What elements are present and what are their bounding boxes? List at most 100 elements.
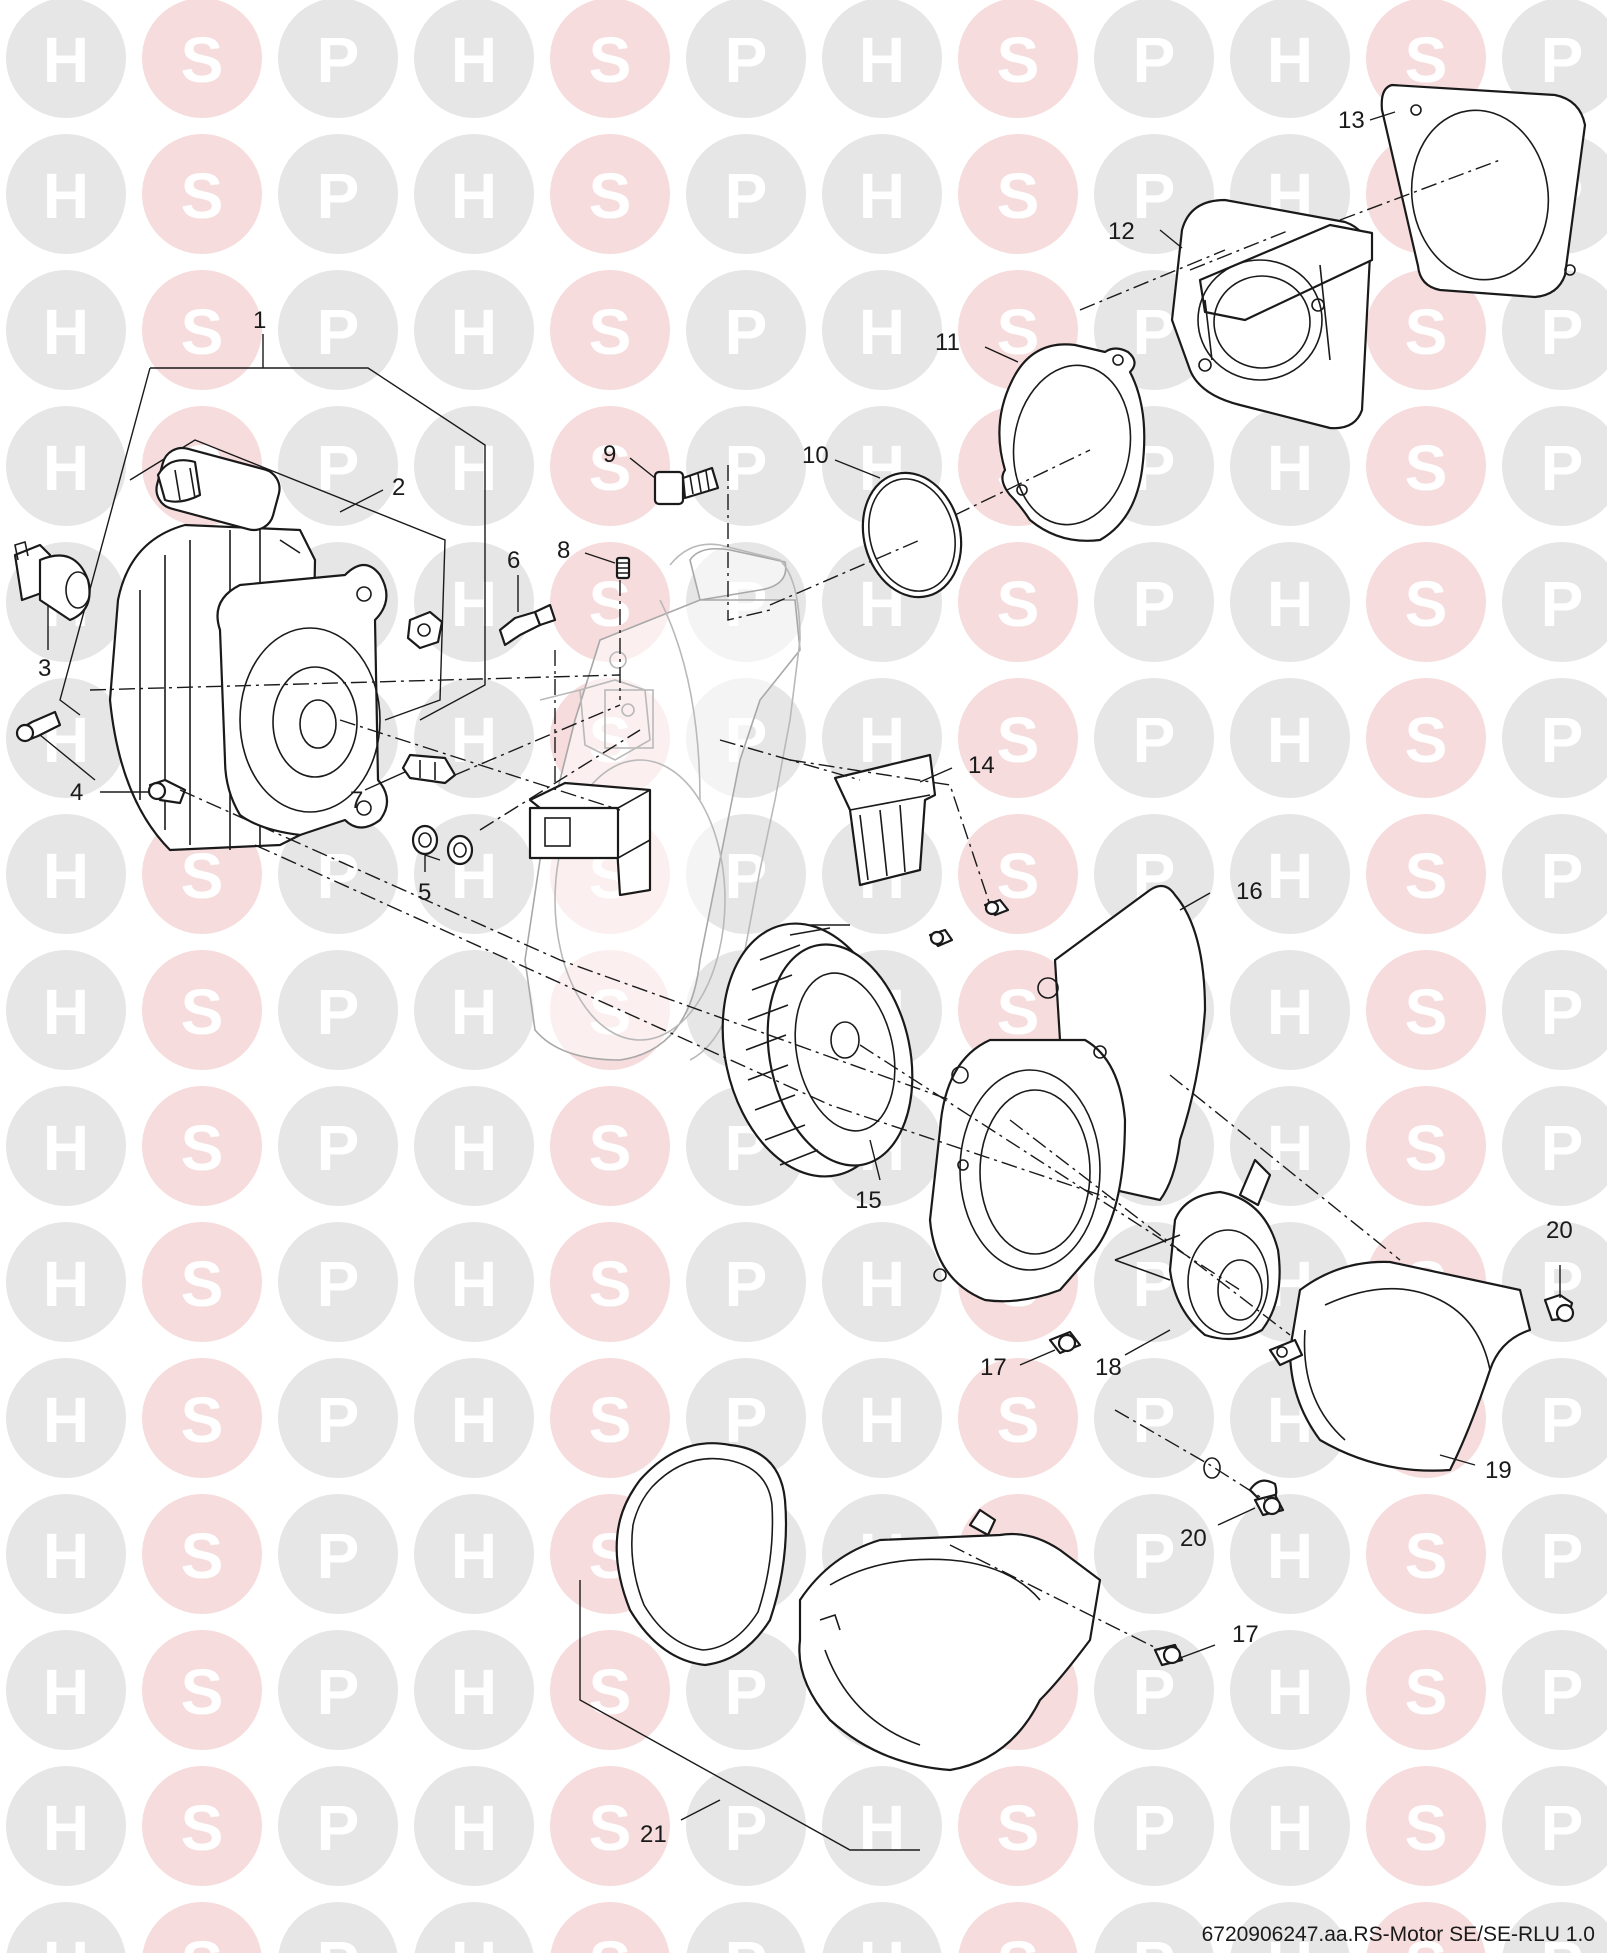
- watermark-tile: P: [278, 950, 398, 1070]
- svg-text:H: H: [1267, 1928, 1313, 1953]
- watermark-tile: S: [550, 1358, 670, 1478]
- svg-text:S: S: [181, 1792, 224, 1864]
- svg-text:P: P: [317, 24, 360, 96]
- svg-text:S: S: [181, 1384, 224, 1456]
- svg-text:H: H: [43, 296, 89, 368]
- watermark-tile: P: [278, 1902, 398, 1953]
- watermark-tile: S: [142, 950, 262, 1070]
- svg-text:H: H: [43, 1928, 89, 1953]
- svg-text:S: S: [181, 1248, 224, 1320]
- svg-text:S: S: [997, 1928, 1040, 1953]
- svg-text:P: P: [317, 1112, 360, 1184]
- watermark-tile: H: [822, 1222, 942, 1342]
- watermark-tile: H: [6, 134, 126, 254]
- callout-6: 6: [507, 547, 520, 574]
- watermark-tile: H: [6, 1358, 126, 1478]
- watermark-tile: H: [822, 0, 942, 118]
- svg-text:P: P: [317, 1384, 360, 1456]
- watermark-tile: H: [822, 270, 942, 390]
- svg-text:H: H: [451, 1520, 497, 1592]
- svg-text:S: S: [181, 1928, 224, 1953]
- watermark-tile: P: [278, 1766, 398, 1886]
- svg-text:P: P: [1133, 1384, 1176, 1456]
- watermark-tile: P: [686, 134, 806, 254]
- housing-bracket: [528, 781, 652, 897]
- watermark-tile: H: [6, 950, 126, 1070]
- watermark-tile: P: [1502, 406, 1607, 526]
- svg-text:S: S: [181, 976, 224, 1048]
- part-6-nipple: [498, 603, 557, 647]
- svg-text:H: H: [451, 704, 497, 776]
- watermark-tile: S: [142, 270, 262, 390]
- watermark-tile: S: [958, 1902, 1078, 1953]
- svg-text:S: S: [589, 296, 632, 368]
- watermark-tile: H: [6, 1902, 126, 1953]
- watermark-tile: H: [1230, 1630, 1350, 1750]
- svg-text:P: P: [317, 1656, 360, 1728]
- watermark-tile: P: [1094, 542, 1214, 662]
- svg-text:P: P: [725, 1248, 768, 1320]
- svg-text:S: S: [1405, 24, 1448, 96]
- watermark-tile: S: [550, 1902, 670, 1953]
- svg-text:S: S: [589, 1928, 632, 1953]
- watermark-tile: H: [822, 1902, 942, 1953]
- svg-text:P: P: [317, 1928, 360, 1953]
- watermark-tile: P: [1094, 0, 1214, 118]
- svg-text:P: P: [317, 1248, 360, 1320]
- part-4-screws: [15, 710, 187, 805]
- svg-text:P: P: [1133, 1656, 1176, 1728]
- part-16-volute: [928, 884, 1207, 1303]
- svg-text:S: S: [1405, 568, 1448, 640]
- watermark-tile: P: [686, 1902, 806, 1953]
- svg-text:S: S: [181, 160, 224, 232]
- watermark-tile: S: [958, 1358, 1078, 1478]
- svg-text:H: H: [1267, 1656, 1313, 1728]
- svg-text:P: P: [725, 1792, 768, 1864]
- svg-text:H: H: [43, 976, 89, 1048]
- watermark-tile: P: [278, 134, 398, 254]
- svg-text:P: P: [725, 840, 768, 912]
- watermark-tile: H: [6, 0, 126, 118]
- watermark-tile: S: [1366, 1086, 1486, 1206]
- watermark-tile: H: [6, 270, 126, 390]
- svg-text:H: H: [43, 432, 89, 504]
- part-11-gasket-ring: [998, 343, 1146, 542]
- svg-text:P: P: [1541, 1656, 1584, 1728]
- svg-text:H: H: [451, 1248, 497, 1320]
- svg-text:H: H: [43, 1248, 89, 1320]
- svg-text:H: H: [43, 24, 89, 96]
- svg-text:S: S: [1405, 432, 1448, 504]
- watermark-tile: S: [550, 134, 670, 254]
- svg-text:H: H: [859, 160, 905, 232]
- watermark-tile: P: [686, 406, 806, 526]
- watermark-tile: P: [1094, 1630, 1214, 1750]
- svg-text:P: P: [725, 1656, 768, 1728]
- svg-text:P: P: [725, 296, 768, 368]
- svg-text:S: S: [1405, 840, 1448, 912]
- part-9-screw: [653, 466, 720, 506]
- callout-9: 9: [603, 441, 616, 468]
- watermark-tile: S: [550, 270, 670, 390]
- watermark-tile: H: [414, 1766, 534, 1886]
- svg-text:P: P: [1133, 1792, 1176, 1864]
- svg-text:H: H: [451, 1928, 497, 1953]
- watermark-tile: H: [1230, 814, 1350, 934]
- watermark-tile: H: [1230, 406, 1350, 526]
- drawing-reference-code: 6720906247.aa.RS-Motor SE/SE-RLU 1.0: [1201, 1923, 1595, 1946]
- callout-18: 18: [1095, 1354, 1122, 1381]
- svg-text:S: S: [997, 976, 1040, 1048]
- watermark-tile: P: [1502, 678, 1607, 798]
- svg-text:S: S: [181, 1520, 224, 1592]
- watermark-tile: P: [686, 1766, 806, 1886]
- watermark-tile: H: [414, 134, 534, 254]
- svg-text:P: P: [725, 160, 768, 232]
- watermark-tile: P: [1094, 1902, 1214, 1953]
- svg-text:H: H: [1267, 432, 1313, 504]
- svg-text:P: P: [317, 1792, 360, 1864]
- svg-text:S: S: [589, 1384, 632, 1456]
- svg-text:H: H: [1267, 840, 1313, 912]
- svg-text:H: H: [43, 840, 89, 912]
- watermark-tile: S: [550, 1086, 670, 1206]
- fan-housing-body: [524, 543, 801, 1061]
- svg-text:P: P: [1541, 568, 1584, 640]
